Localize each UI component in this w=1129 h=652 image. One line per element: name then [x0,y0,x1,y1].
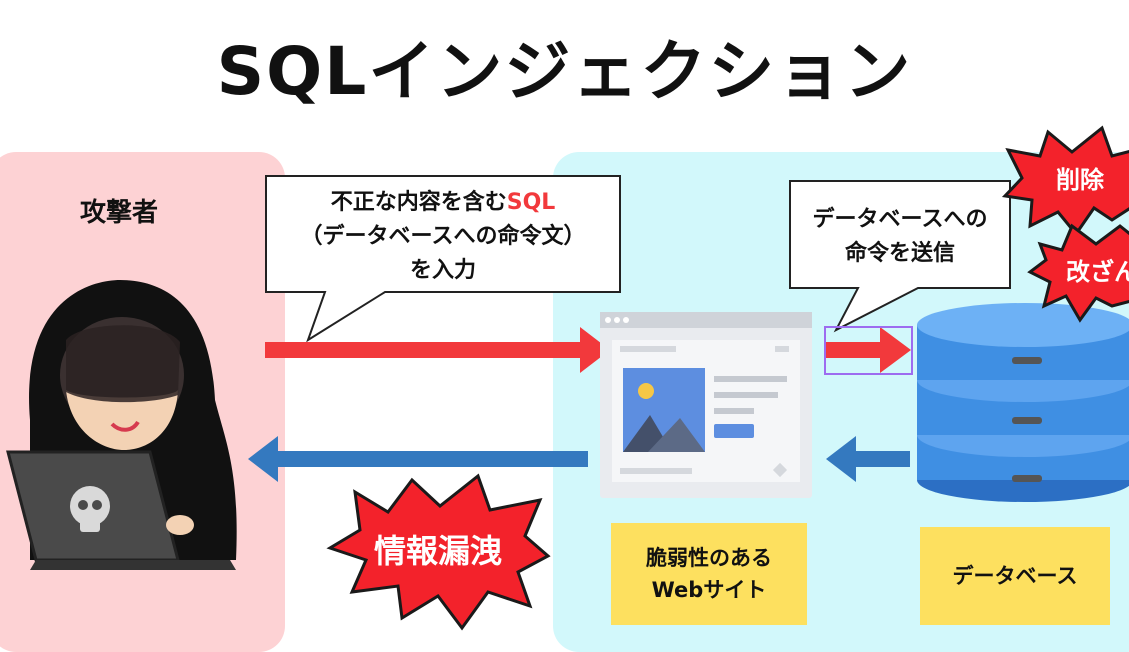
delete-text: 削除 [1056,166,1104,194]
command-callout-line1: データベースへの [812,207,988,232]
website-label: 脆弱性のある Webサイト [611,523,807,625]
command-callout-bubble [789,180,1011,333]
delete-burst [1001,125,1129,237]
request-arrow [265,327,610,373]
database-label: データベース [920,527,1110,625]
sql-keyword: SQL [506,190,556,215]
attack-callout-line3: を入力 [409,258,476,283]
attacker-label: 攻撃者 [80,198,159,228]
tamper-text: 改ざん [1066,258,1129,286]
attack-callout-line2: （データベースへの命令文） [300,224,586,249]
leak-text: 情報漏洩 [373,532,502,570]
command-callout-text: データベースへの 命令を送信 [790,203,1010,271]
skull-icon [70,486,110,532]
tamper-burst [1027,223,1129,323]
attack-callout-bubble [265,175,621,343]
leak-burst [326,473,551,631]
command-callout-line2: 命令を送信 [844,241,955,266]
attack-callout-line1: 不正な内容を含むSQL [330,190,556,215]
attack-callout-text: 不正な内容を含むSQL （データベースへの命令文） を入力 [266,186,620,288]
data-return-arrow [826,436,910,482]
command-arrow [824,326,913,375]
page-title: SQLインジェクション [216,33,913,110]
laptop-illustration [6,450,236,570]
response-arrow [248,436,588,482]
database-icon [917,303,1129,502]
website-illustration [600,312,812,498]
